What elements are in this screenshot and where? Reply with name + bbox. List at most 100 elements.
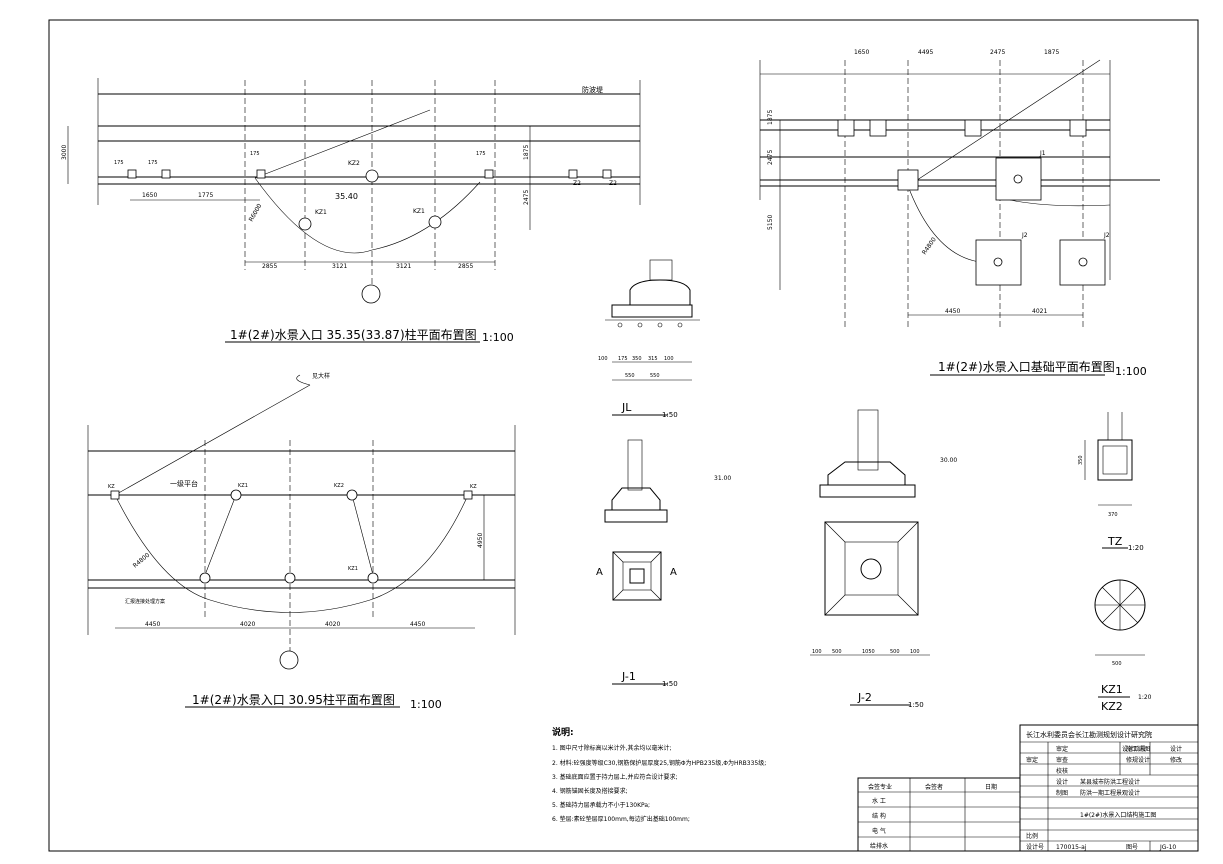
- dim-row-6: 175: [476, 151, 486, 157]
- col-label-4: Z2: [573, 180, 581, 187]
- dim-bottom-1: 2855: [262, 263, 277, 270]
- dim-bottom-3: 3121: [396, 263, 411, 270]
- tb-row2-b: 修规设计: [1126, 756, 1150, 764]
- side-dim-2: 2475: [523, 190, 530, 205]
- plan-bottom-left: 1#(2#)水景入口 30.95柱平面布置图 1:100 一级平台 见大样 R4…: [87, 372, 516, 711]
- j2-dim-4: 500: [890, 649, 900, 655]
- signoff-d2: 结 构: [872, 812, 886, 820]
- jl-dim-1: 100: [598, 356, 608, 362]
- dim-bottom-2: 3121: [332, 263, 347, 270]
- col-bl-3: KZ2: [334, 483, 344, 489]
- note-5: 5. 基础持力层承载力不小于130KPa;: [552, 801, 650, 809]
- tb-fig-label: 图号: [1126, 844, 1138, 851]
- note-3: 3. 基础底面应置于持力层上,并应符合设计要求;: [552, 773, 678, 781]
- col-label-1: KZ2: [348, 160, 360, 167]
- jl-label: JL: [621, 401, 632, 414]
- dim-bl-2: 4020: [240, 621, 255, 628]
- plan-top-left-scale: 1:100: [482, 331, 514, 344]
- note-2: 2. 材料:砼强度等级C30,钢筋保护层厚度25,钢筋Φ为HPB235级,Φ为H…: [552, 759, 766, 767]
- j2-dim-2: 500: [832, 649, 842, 655]
- tb-row2-a: 审定: [1026, 756, 1038, 764]
- tb-scale-label: 比例: [1026, 832, 1038, 840]
- jl-dim2-1: 550: [625, 373, 635, 379]
- title-block: 长江水利委员会长江勘测规划设计研究院 设计阶段 施工详图 审定 施工详图 设计 …: [1019, 724, 1199, 852]
- tb-role-1: 审定: [1056, 745, 1068, 753]
- label-r-1: J2: [1021, 232, 1028, 239]
- jl-dim2-2: 550: [650, 373, 660, 379]
- label-r-2: J1: [1039, 150, 1046, 157]
- dim-bottom-4: 2855: [458, 263, 473, 270]
- col-label-3: KZ1: [413, 208, 425, 215]
- radius-label-r: R4800: [921, 236, 938, 256]
- jl-dim-3: 350: [632, 356, 642, 362]
- tz-label: TZ: [1107, 535, 1123, 548]
- detail-j2: J-2 1:50 30.00 100 500 1050 500 100: [810, 409, 957, 709]
- jl-dim-2: 175: [618, 356, 628, 362]
- jl-scale: 1:50: [662, 411, 678, 419]
- note-6: 6. 垫层:素砼垫层厚100mm,每边扩出基础100mm;: [552, 815, 690, 823]
- kz-label-bottom: KZ2: [1101, 700, 1123, 713]
- plan-right: 1#(2#)水景入口基础平面布置图 1:100 1650 4495 2475 1…: [759, 49, 1160, 378]
- dim-row-2: 1775: [198, 192, 213, 199]
- tb-fig-no: JG-10: [1159, 844, 1176, 851]
- signoff-table: 会签专业 会签者 日期 水 工 结 构 电 气 给排水: [857, 777, 1021, 852]
- plan-top-left: 1#(2#)水景入口 35.35(33.87)柱平面布置图 1:100 35.4…: [61, 78, 641, 344]
- detail-tz: TZ 1:20 370 350: [1078, 412, 1144, 552]
- j2-dim-3: 1050: [862, 649, 875, 655]
- tb-role-5: 制图: [1056, 789, 1068, 797]
- dim-row-4: 175: [148, 160, 158, 166]
- kz-scale: 1:20: [1138, 694, 1152, 701]
- notes-heading: 说明:: [552, 726, 574, 738]
- tz-dim-1: 370: [1108, 512, 1118, 518]
- label-r-3: J2: [1103, 232, 1110, 239]
- dim-bl-3: 4020: [325, 621, 340, 628]
- radius-label: R6000: [248, 203, 264, 223]
- note-1: 1. 图中尺寸除标高以米计外,其余均以毫米计;: [552, 744, 672, 752]
- tb-row1-c: 设计: [1170, 745, 1182, 753]
- tb-role-4: 设计: [1056, 778, 1068, 786]
- note-bl: 汇报连接处理方案: [125, 598, 165, 605]
- plan-bottom-left-title: 1#(2#)水景入口 30.95柱平面布置图: [192, 692, 395, 707]
- tb-role-3: 校核: [1056, 767, 1068, 775]
- plan-bottom-left-scale: 1:100: [410, 698, 442, 711]
- j1-label: J-1: [621, 670, 636, 683]
- jl-dim-4: 315: [648, 356, 658, 362]
- sheet-border: [48, 19, 1199, 852]
- j2-dim-5: 100: [910, 649, 920, 655]
- tb-role-2: 审查: [1056, 756, 1068, 764]
- jl-dim-5: 100: [664, 356, 674, 362]
- col-label-5: Z2: [609, 180, 617, 187]
- side-dim-1: 3000: [61, 145, 68, 160]
- signoff-h2: 会签者: [925, 783, 943, 791]
- kz-dim: 500: [1112, 661, 1122, 667]
- dim-r-top-4: 1875: [1044, 49, 1059, 56]
- detail-jl: JL 1:50 100 175 350 315 100 550 550: [598, 259, 700, 419]
- tb-project: 某县城市防洪工程设计: [1080, 778, 1140, 786]
- detail-kz: KZ1 KZ2 1:20 500: [1094, 579, 1152, 713]
- tb-stage-value: 施工详图: [1126, 745, 1150, 753]
- kz-label-top: KZ1: [1101, 683, 1123, 696]
- col-label-2: KZ1: [315, 209, 327, 216]
- signoff-d1: 水 工: [872, 797, 886, 805]
- j1-scale: 1:50: [662, 680, 678, 688]
- dim-row-5: 175: [250, 151, 260, 157]
- platform-label: 一级平台: [170, 479, 198, 488]
- signoff-h3: 日期: [985, 783, 997, 791]
- j2-dim-1: 100: [812, 649, 822, 655]
- tb-project-no-label: 设计号: [1026, 843, 1044, 851]
- dim-r-top-2: 4495: [918, 49, 933, 56]
- tb-drawing: 1#(2#)水景入口结构施工图: [1080, 811, 1156, 819]
- signoff-d3: 电 气: [872, 827, 886, 835]
- dim-r-bottom-1: 4450: [945, 308, 960, 315]
- dim-bl-4: 4450: [410, 621, 425, 628]
- tb-sub: 防洪一期工程景观设计: [1080, 789, 1140, 797]
- dim-row-3: 175: [114, 160, 124, 166]
- detail-j1: J-1 1:50 31.00 A A: [596, 439, 731, 688]
- col-bl-1: KZ: [108, 484, 115, 490]
- dim-bl-1: 4450: [145, 621, 160, 628]
- notes: 说明: 1. 图中尺寸除标高以米计外,其余均以毫米计; 2. 材料:砼强度等级C…: [552, 726, 766, 823]
- callout: 见大样: [312, 372, 330, 380]
- j2-scale: 1:50: [908, 701, 924, 709]
- note-4: 4. 钢筋锚固长度及搭接要求;: [552, 787, 628, 795]
